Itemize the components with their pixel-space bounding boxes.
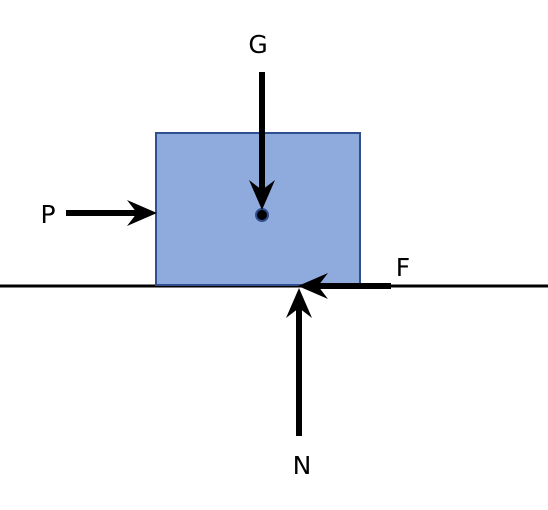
center-of-mass-point — [255, 208, 269, 222]
friction-label: F — [396, 253, 410, 282]
push-arrowhead — [127, 200, 157, 226]
push-arrow — [66, 200, 157, 226]
friction-arrowhead — [298, 273, 328, 299]
gravity-arrowhead — [249, 180, 275, 210]
gravity-label: G — [248, 30, 267, 59]
friction-arrow — [298, 273, 391, 299]
block — [155, 132, 361, 286]
normal-arrowhead — [286, 288, 312, 318]
push-label: P — [40, 200, 55, 229]
normal-arrow — [286, 288, 312, 436]
gravity-arrow — [249, 72, 275, 210]
normal-label: N — [293, 451, 312, 480]
